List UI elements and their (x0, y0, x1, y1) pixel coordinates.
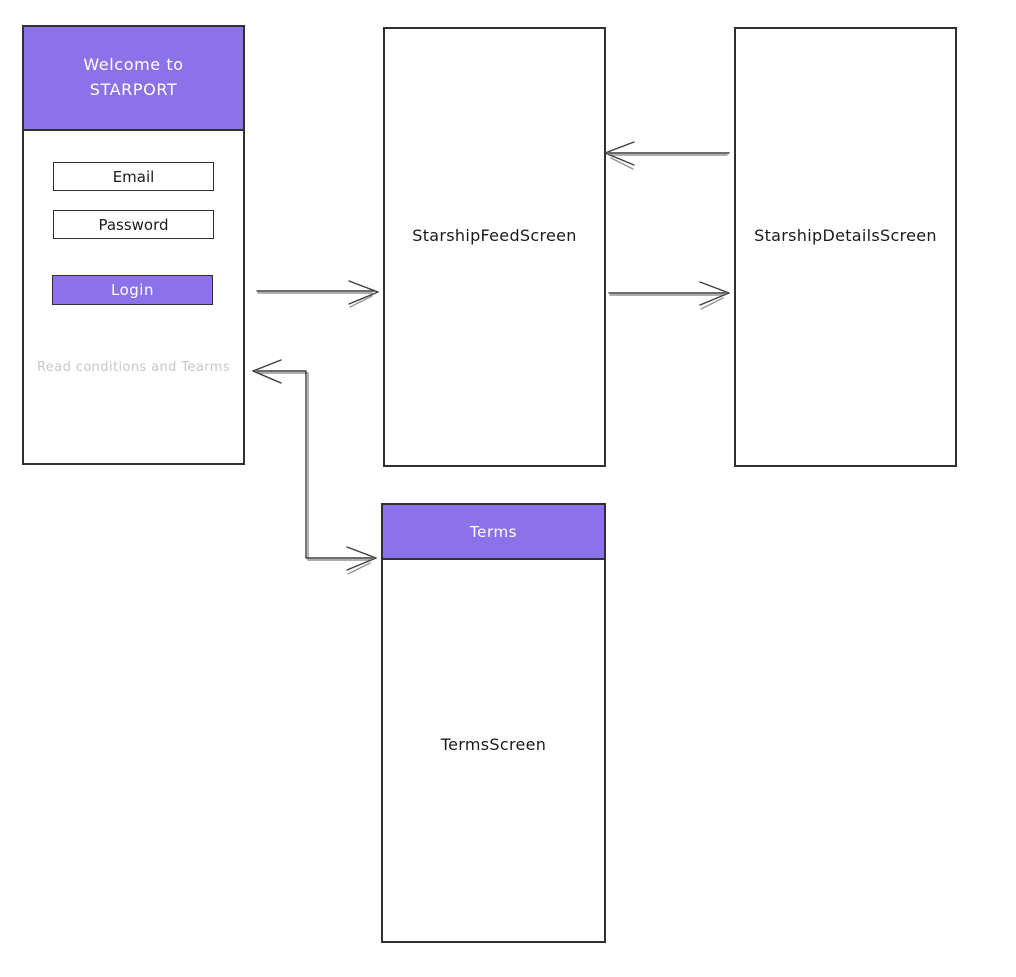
welcome-title-line2: STARPORT (89, 80, 178, 99)
arrow-details-to-feed (604, 141, 730, 170)
arrow-feed-to-details (608, 281, 730, 310)
terms-screen-header: Terms (383, 505, 604, 560)
terms-and-conditions-link[interactable]: Read conditions and Tearms (36, 360, 231, 375)
terms-header-title: Terms (469, 522, 518, 541)
login-screen-frame: Welcome to STARPORT Email Password Login… (22, 25, 245, 465)
welcome-title-line1: Welcome to (83, 55, 184, 75)
terms-screen-frame: Terms TermsScreen (381, 503, 606, 943)
terms-screen-label: TermsScreen (440, 735, 547, 754)
email-field[interactable]: Email (53, 162, 214, 191)
login-button[interactable]: Login (52, 275, 213, 305)
details-screen-label: StarshipDetailsScreen (754, 226, 937, 245)
details-screen-frame: StarshipDetailsScreen (734, 27, 957, 467)
password-field[interactable]: Password (53, 210, 214, 239)
login-screen-header: Welcome to STARPORT (24, 27, 243, 131)
arrow-terms-login-elbow (252, 359, 377, 575)
feed-screen-frame: StarshipFeedScreen (383, 27, 606, 467)
arrow-login-to-feed (256, 280, 379, 308)
feed-screen-label: StarshipFeedScreen (412, 226, 577, 245)
